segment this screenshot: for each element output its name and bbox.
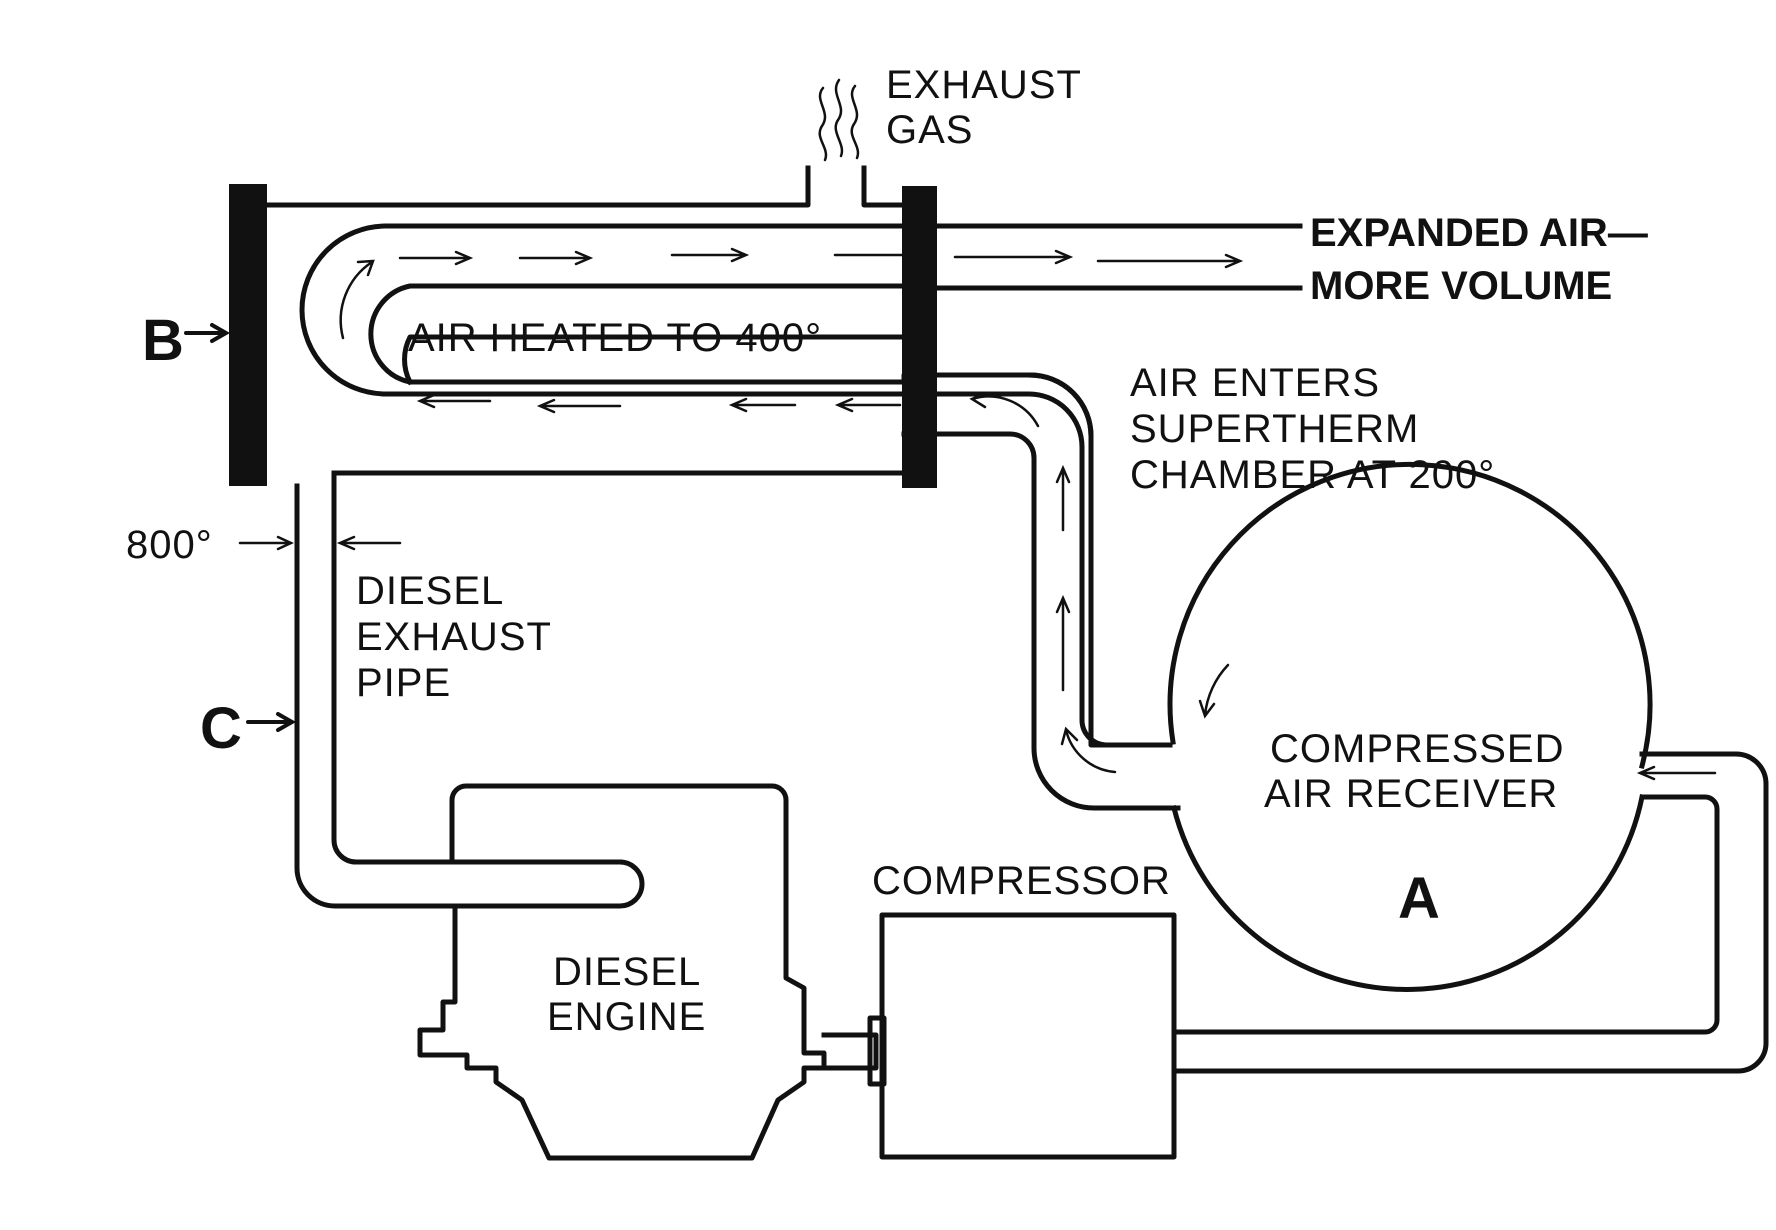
compressor-box [879, 912, 1177, 1160]
label-800: 800° [126, 523, 213, 567]
arrow-top-4 [833, 247, 924, 263]
drive-shaft [821, 1015, 887, 1087]
exhaust-pipe-inner [331, 470, 623, 865]
arrow-bottom-4 [834, 397, 902, 413]
label-receiver-2: AIR RECEIVER [1264, 772, 1558, 816]
return-line-outer [1172, 751, 1769, 1074]
return-line-inner [1172, 794, 1720, 1035]
arrow-riser-2 [1055, 594, 1071, 692]
arrow-curve-up [339, 259, 375, 340]
air-riser-left-wall [901, 431, 1181, 811]
label-expanded-air-2: MORE VOLUME [1310, 264, 1612, 308]
label-expanded-air-1: EXPANDED AIR— [1310, 211, 1648, 255]
pointer-c-arrow-icon [246, 712, 297, 732]
arrow-top-6 [1096, 253, 1244, 269]
label-air-enters-1: AIR ENTERS [1130, 361, 1380, 405]
arrow-bend [969, 391, 1040, 428]
exhaust-gas-wisps-icon [818, 78, 860, 162]
label-diesel-engine-1: DIESEL [553, 950, 701, 994]
air-tube-outer-wall [299, 223, 1303, 748]
arrow-bottom-3 [728, 397, 797, 413]
arrow-bottom-2 [536, 398, 622, 414]
supertherm-chamber [229, 165, 937, 488]
air-riser-right-wall [1027, 372, 1173, 748]
label-exhaust-gas-2: GAS [886, 108, 973, 152]
arrow-top-5 [953, 249, 1074, 265]
chamber-top-wall-right [861, 165, 907, 208]
marker-b: B [142, 308, 184, 373]
arrow-receiver-inside [1198, 663, 1230, 719]
label-air-heated: AIR HEATED TO 400° [408, 316, 822, 360]
label-diesel-exhaust-pipe-3: PIPE [356, 661, 451, 705]
arrow-return-into-receiver [1636, 765, 1717, 781]
arrow-pipe-inner [336, 535, 402, 551]
label-diesel-engine-2: ENGINE [547, 995, 706, 1039]
marker-a: A [1398, 866, 1440, 931]
exhaust-pipe-outer [294, 483, 645, 909]
end-plate-b [229, 184, 267, 486]
arrow-bottom-1 [416, 393, 492, 409]
label-diesel-exhaust-pipe-2: EXHAUST [356, 615, 552, 659]
diesel-engine [417, 783, 827, 1161]
label-air-enters-3: CHAMBER AT 200° [1130, 453, 1495, 497]
label-compressor: COMPRESSOR [872, 859, 1171, 903]
arrow-800 [238, 535, 294, 551]
arrow-top-2 [518, 250, 594, 266]
diesel-exhaust-pipe [238, 470, 645, 909]
air-tube [299, 223, 1303, 811]
label-receiver-1: COMPRESSED [1270, 727, 1565, 771]
arrow-top-1 [398, 250, 474, 266]
air-flow-arrows [339, 247, 1244, 774]
arrow-riser-3 [1060, 726, 1117, 774]
end-plate-right [902, 186, 937, 488]
pointer-b-arrow-icon [184, 323, 231, 343]
compressed-air-receiver [1167, 461, 1653, 992]
engine-body [417, 783, 827, 1161]
compressor-return-line [1172, 751, 1769, 1074]
marker-c: C [200, 696, 242, 761]
label-diesel-exhaust-pipe-1: DIESEL [356, 569, 504, 613]
receiver-shell [1167, 461, 1653, 992]
shaft [821, 1032, 879, 1071]
chamber-top-wall-left [264, 165, 811, 208]
label-air-enters-2: SUPERTHERM [1130, 407, 1419, 451]
label-exhaust-gas-1: EXHAUST [886, 63, 1082, 107]
air-tube-inner-u [402, 334, 907, 386]
arrow-riser-1 [1055, 464, 1071, 532]
arrow-top-3 [670, 247, 750, 263]
labels: EXHAUST GAS EXPANDED AIR— MORE VOLUME AI… [126, 63, 1648, 1039]
